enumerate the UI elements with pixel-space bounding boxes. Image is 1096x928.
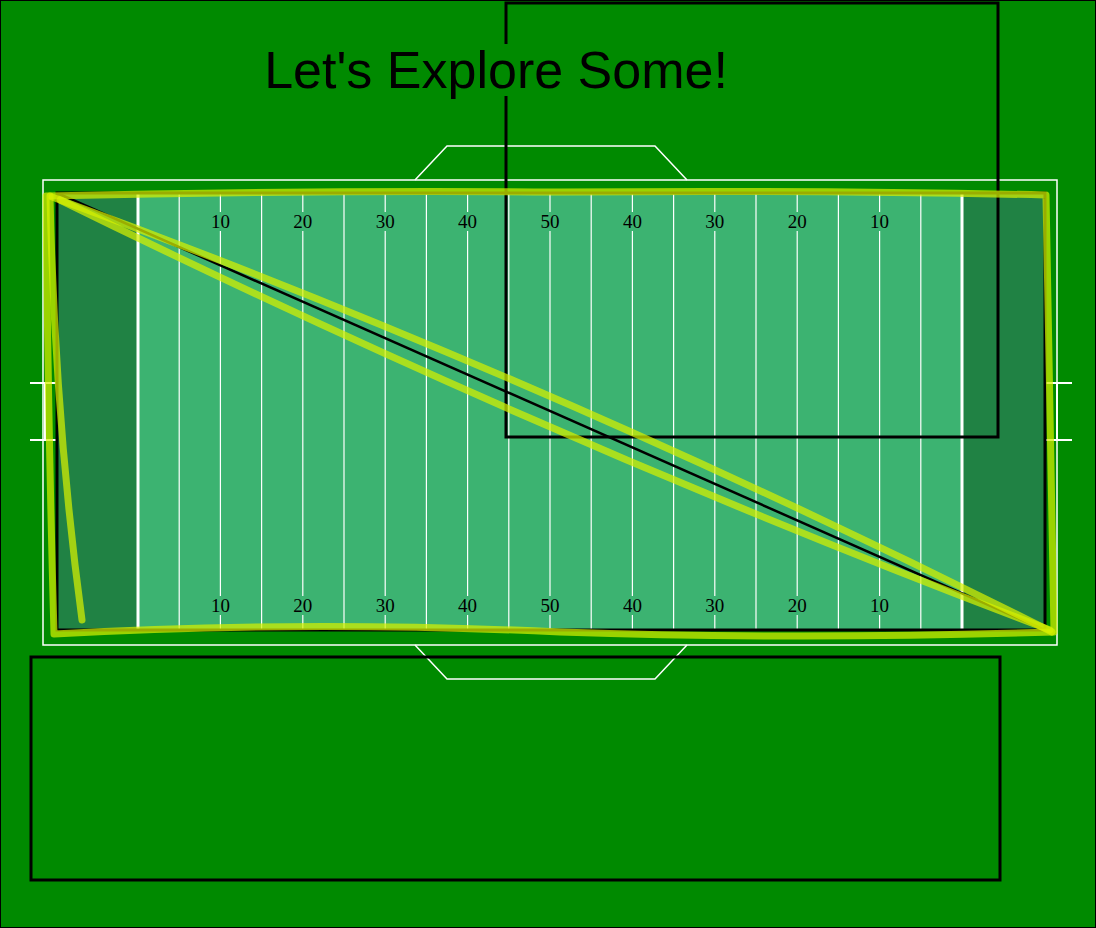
highlighter-stroke	[60, 200, 1050, 630]
yard-line	[755, 193, 756, 630]
page-title: Let's Explore Some!	[263, 44, 729, 96]
highlighter-stroke	[52, 197, 1052, 632]
yard-number: 10	[210, 596, 231, 615]
diagonal-line	[57, 193, 1045, 630]
yard-line	[838, 193, 839, 630]
yard-number: 30	[375, 596, 396, 615]
yard-line	[714, 193, 715, 630]
highlighter-strokes	[46, 191, 1054, 636]
yard-line	[426, 193, 427, 630]
outline-rectangle	[31, 657, 1000, 880]
bench-area	[415, 146, 687, 180]
yard-number: 10	[210, 212, 231, 231]
playing-field	[57, 193, 1045, 630]
highlighter-outline	[46, 191, 1054, 636]
end-zone	[57, 193, 138, 630]
yard-number: 10	[869, 596, 890, 615]
field-outline	[57, 193, 1045, 630]
yard-number: 50	[540, 596, 561, 615]
yard-number: 30	[704, 212, 725, 231]
yard-line	[797, 193, 798, 630]
yard-number: 20	[292, 212, 313, 231]
yard-number: 40	[622, 212, 643, 231]
yard-number: 40	[457, 596, 478, 615]
yard-number: 50	[540, 212, 561, 231]
goal-post-bar	[30, 382, 57, 384]
yard-number: 30	[375, 212, 396, 231]
yard-number: 20	[292, 596, 313, 615]
bench-area	[415, 645, 687, 679]
goal-line	[961, 193, 964, 630]
yard-number: 30	[704, 596, 725, 615]
goal-line	[137, 193, 140, 630]
yard-number: 20	[787, 212, 808, 231]
yard-line	[632, 193, 633, 630]
field-boundary	[43, 180, 1057, 645]
yard-line	[673, 193, 674, 630]
highlighter-stroke	[50, 196, 82, 620]
yard-number: 40	[457, 212, 478, 231]
yard-number: 40	[622, 596, 643, 615]
yard-line	[467, 193, 468, 630]
goal-post-bar	[1056, 383, 1058, 440]
yard-line	[261, 193, 262, 630]
goal-post	[30, 383, 57, 440]
yard-number: 10	[869, 212, 890, 231]
goal-post-bar	[30, 439, 57, 441]
end-zone	[962, 193, 1045, 630]
yard-number: 20	[787, 596, 808, 615]
yard-line	[385, 193, 386, 630]
yard-line	[302, 193, 303, 630]
yard-line	[343, 193, 344, 630]
